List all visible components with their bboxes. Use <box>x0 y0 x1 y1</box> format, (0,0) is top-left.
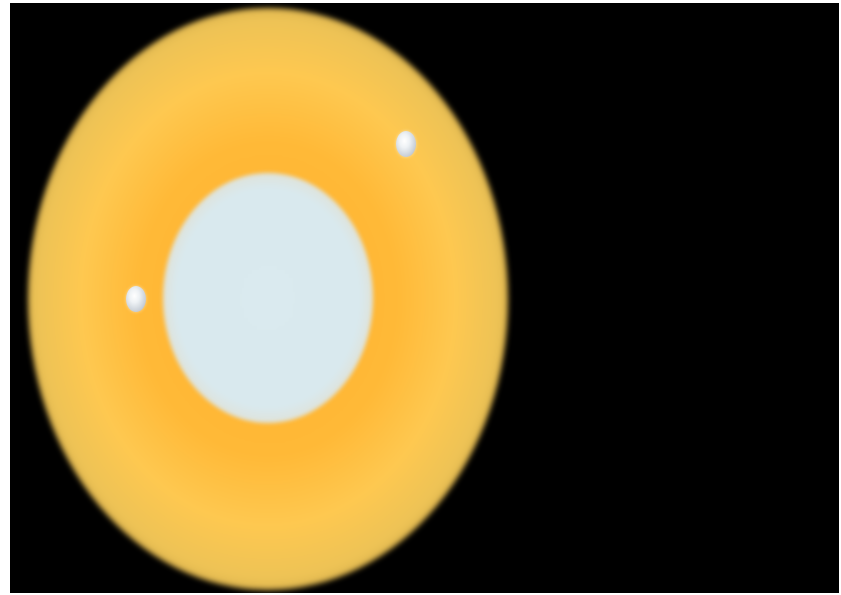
pale-blue-core <box>163 173 373 423</box>
white-bead-right <box>396 131 416 157</box>
dark-background <box>10 3 839 593</box>
white-bead-left <box>126 286 146 312</box>
